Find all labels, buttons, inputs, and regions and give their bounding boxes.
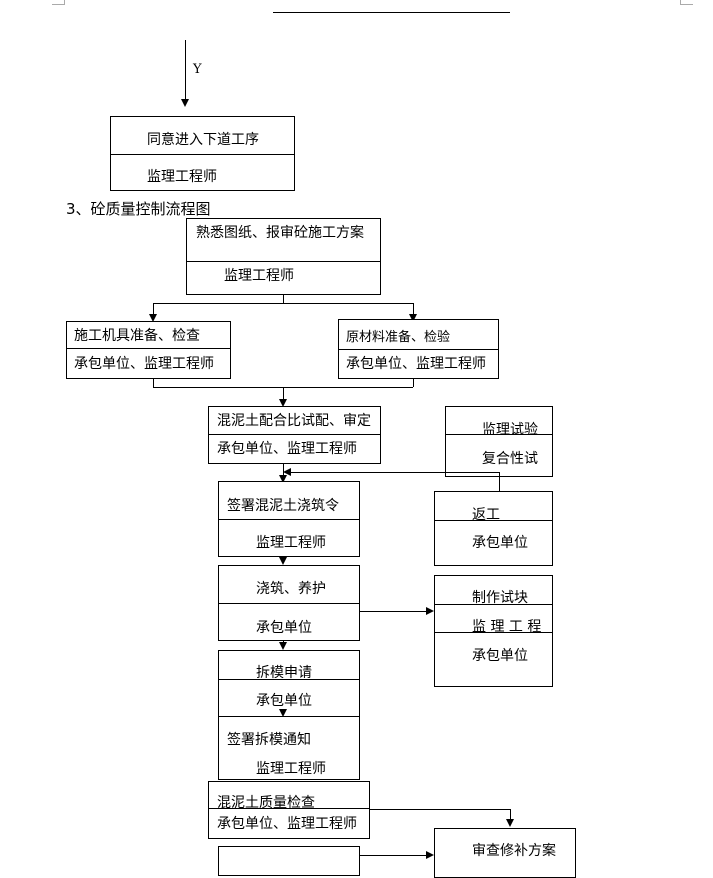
- box-divider: [338, 349, 499, 350]
- connector: [283, 295, 284, 303]
- box-divider: [218, 519, 360, 520]
- side-review-title: 审查修补方案: [472, 843, 556, 859]
- box-divider: [208, 808, 370, 809]
- arrow-right-icon: [426, 851, 434, 859]
- agree-box: [110, 116, 295, 191]
- box-divider: [208, 434, 381, 435]
- side-rework-box: [434, 491, 553, 566]
- connector: [413, 379, 414, 387]
- step7-title: 签署拆模通知: [227, 732, 311, 748]
- step6-title: 拆模申请: [256, 665, 312, 681]
- connector: [153, 379, 154, 387]
- arrow-down-icon: [279, 642, 287, 650]
- agree-box-role: 监理工程师: [147, 169, 217, 185]
- arrow-down-icon: [279, 557, 287, 565]
- step1-title: 熟悉图纸、报审砼施工方案: [196, 225, 364, 241]
- step7-box: [218, 716, 360, 780]
- step2a-box: [66, 321, 231, 379]
- step3-role: 承包单位、监理工程师: [217, 441, 357, 457]
- step8-role: 承包单位、监理工程师: [217, 816, 357, 832]
- step8-title: 混泥土质量检查: [217, 795, 315, 811]
- step2a-title: 施工机具准备、检查: [74, 328, 200, 344]
- connector: [360, 855, 426, 856]
- header-rule: [273, 12, 510, 13]
- step7-role: 监理工程师: [256, 761, 326, 777]
- connector: [283, 387, 284, 400]
- arrow-down-icon: [181, 99, 189, 107]
- step2b-role: 承包单位、监理工程师: [346, 356, 486, 372]
- branch-label: Y: [193, 62, 202, 77]
- connector: [153, 303, 154, 315]
- box-divider: [434, 604, 553, 605]
- step5-role: 承包单位: [256, 620, 312, 636]
- step2a-role: 承包单位、监理工程师: [74, 356, 214, 372]
- arrow-down-icon: [409, 314, 417, 322]
- page-corner-mark-left: [52, 0, 65, 5]
- step3-box: [208, 406, 381, 464]
- step1-box: [186, 218, 381, 295]
- box-divider: [218, 603, 360, 604]
- arrow-down-icon: [149, 314, 157, 322]
- step6-box: [218, 650, 360, 717]
- section-heading: 3、砼质量控制流程图: [66, 200, 211, 218]
- side-sample-role: 承包单位: [472, 648, 528, 664]
- side-rework-role: 承包单位: [472, 535, 528, 551]
- box-divider: [110, 154, 295, 155]
- arrow-down-icon: [279, 475, 287, 483]
- side-test-title: 监理试验: [482, 422, 538, 438]
- page-corner-mark-right: [680, 0, 693, 5]
- side-sample-box: [434, 575, 553, 687]
- connector: [510, 809, 511, 820]
- arrow-down-icon: [506, 819, 514, 827]
- step8-box: [208, 781, 370, 839]
- box-divider: [66, 348, 231, 349]
- connector: [370, 809, 511, 810]
- connector: [153, 303, 413, 304]
- arrow-down-icon: [279, 709, 287, 717]
- connector: [499, 472, 500, 491]
- arrow-left-icon: [283, 468, 291, 476]
- box-divider: [186, 261, 381, 262]
- step2b-title: 原材料准备、检验: [346, 330, 451, 345]
- side-sample-mid: 监 理 工 程: [472, 619, 542, 635]
- connector: [360, 611, 426, 612]
- box-divider: [434, 632, 553, 633]
- box-divider: [434, 520, 553, 521]
- connector: [290, 472, 500, 473]
- next-step-box: [218, 846, 360, 876]
- step4-title: 签署混泥土浇筑令: [227, 498, 339, 514]
- box-divider: [218, 679, 360, 680]
- connector: [413, 303, 414, 315]
- side-sample-title: 制作试块: [472, 590, 528, 606]
- step1-role: 监理工程师: [224, 268, 294, 284]
- arrow-down-icon: [279, 399, 287, 407]
- step5-title: 浇筑、养护: [256, 581, 326, 597]
- side-test-box: [445, 406, 553, 477]
- arrow-right-icon: [426, 607, 434, 615]
- connector: [185, 40, 186, 100]
- box-divider: [445, 434, 553, 435]
- step6-role: 承包单位: [256, 693, 312, 709]
- side-rework-title: 返工: [472, 507, 500, 523]
- side-test-role: 复合性试: [482, 451, 538, 467]
- step3-title: 混泥土配合比试配、审定: [217, 413, 371, 429]
- step4-role: 监理工程师: [256, 535, 326, 551]
- agree-box-title: 同意进入下道工序: [147, 132, 259, 148]
